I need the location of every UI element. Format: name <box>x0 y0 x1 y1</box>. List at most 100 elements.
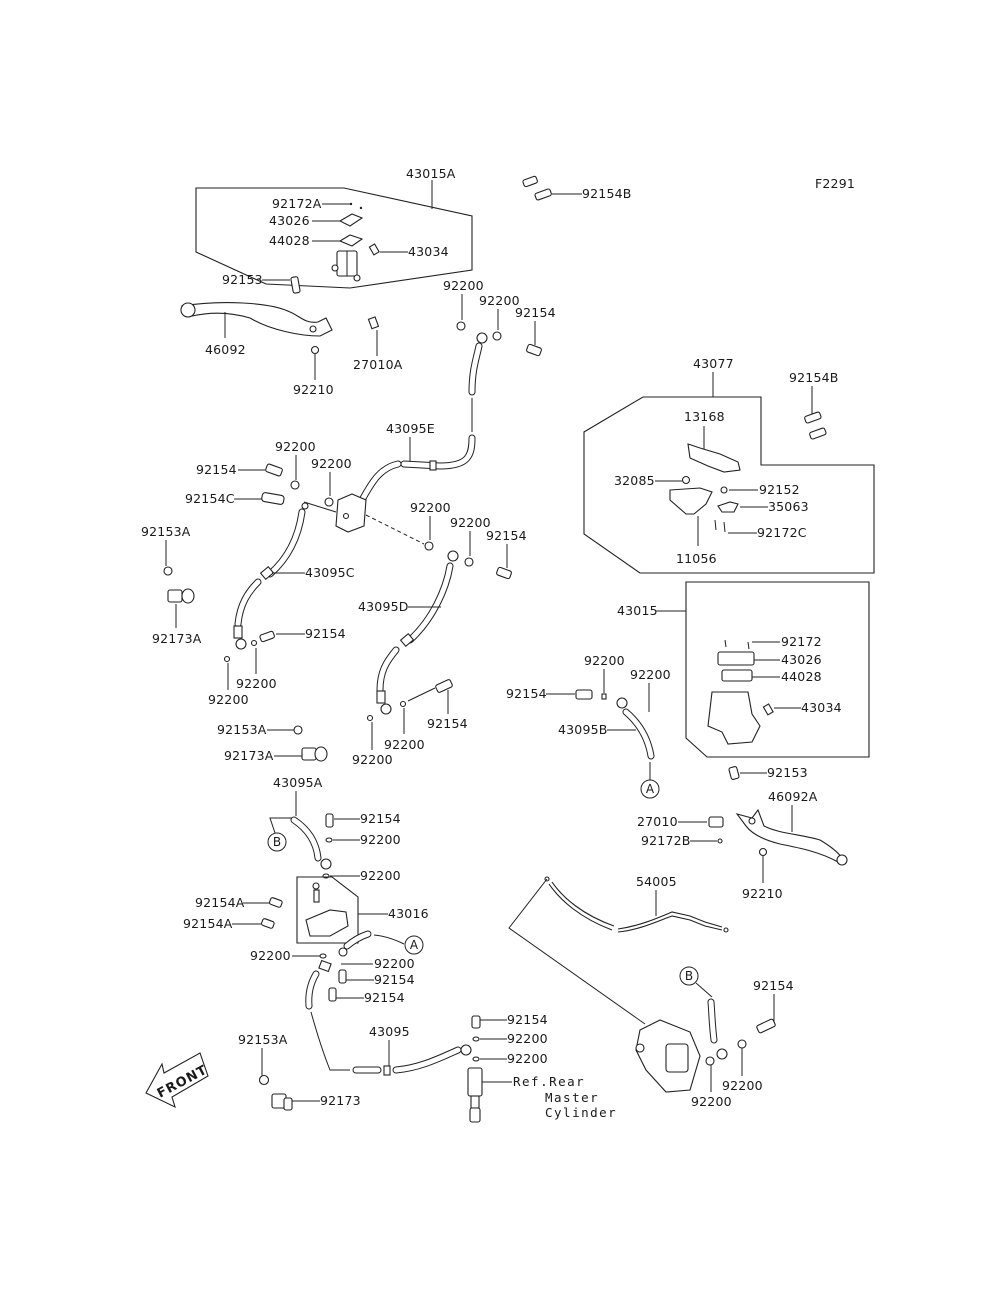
part-label-92173A[interactable]: 92173A <box>224 748 274 763</box>
part-label-35063[interactable]: 35063 <box>768 499 809 514</box>
part-label-92210[interactable]: 92210 <box>742 886 783 901</box>
washer-icon <box>492 331 502 341</box>
washer-icon <box>325 837 333 843</box>
part-label-92154[interactable]: 92154 <box>364 990 405 1005</box>
part-label-43095C[interactable]: 43095C <box>305 565 355 580</box>
part-label-92154B[interactable]: 92154B <box>789 370 839 385</box>
part-label-44028[interactable]: 44028 <box>269 233 310 248</box>
part-label-92200[interactable]: 92200 <box>275 439 316 454</box>
part-label-92200[interactable]: 92200 <box>630 667 671 682</box>
bolt-icon <box>290 276 301 294</box>
part-label-43095[interactable]: 43095 <box>369 1024 410 1039</box>
part-label-92154[interactable]: 92154 <box>506 686 547 701</box>
part-label-43077[interactable]: 43077 <box>693 356 734 371</box>
group-frame-43077 <box>583 396 875 574</box>
ref-marker-a[interactable] <box>404 935 424 955</box>
part-label-92154[interactable]: 92154 <box>486 528 527 543</box>
part-label-92172A[interactable]: 92172A <box>272 196 322 211</box>
part-label-92200[interactable]: 92200 <box>384 737 425 752</box>
part-label-43015A[interactable]: 43015A <box>406 166 456 181</box>
group-43077: 43077 13168 32085 92152 35063 92172C 110… <box>583 356 875 574</box>
part-label-43015[interactable]: 43015 <box>617 603 658 618</box>
screw-icon <box>717 838 723 844</box>
bolt-icon <box>756 1018 776 1034</box>
part-label-92200[interactable]: 92200 <box>311 456 352 471</box>
part-label-92154A[interactable]: 92154A <box>183 916 233 931</box>
part-label-92200[interactable]: 92200 <box>479 293 520 308</box>
ref-marker-b[interactable] <box>679 966 699 986</box>
part-label-92200[interactable]: 92200 <box>507 1051 548 1066</box>
part-label-92200[interactable]: 92200 <box>584 653 625 668</box>
part-label-43095E[interactable]: 43095E <box>386 421 435 436</box>
part-label-92153[interactable]: 92153 <box>767 765 808 780</box>
part-label-92153A[interactable]: 92153A <box>141 524 191 539</box>
part-label-92154[interactable]: 92154 <box>305 626 346 641</box>
part-label-92200[interactable]: 92200 <box>722 1078 763 1093</box>
brake-hose-joint-a <box>338 930 372 957</box>
junction-block-icon <box>335 493 367 533</box>
part-label-92200[interactable]: 92200 <box>250 948 291 963</box>
part-label-92200[interactable]: 92200 <box>374 956 415 971</box>
part-label-27010[interactable]: 27010 <box>637 814 678 829</box>
part-label-44028[interactable]: 44028 <box>781 669 822 684</box>
part-label-92154B[interactable]: 92154B <box>582 186 632 201</box>
part-label-43034[interactable]: 43034 <box>408 244 449 259</box>
part-label-92200[interactable]: 92200 <box>443 278 484 293</box>
part-label-43095A[interactable]: 43095A <box>273 775 323 790</box>
washer-icon <box>472 1056 480 1062</box>
part-label-92154[interactable]: 92154 <box>427 716 468 731</box>
part-label-92210[interactable]: 92210 <box>293 382 334 397</box>
part-label-92172C[interactable]: 92172C <box>757 525 807 540</box>
part-label-43016[interactable]: 43016 <box>388 906 429 921</box>
part-label-92173[interactable]: 92173 <box>320 1093 361 1108</box>
front-direction-arrow[interactable]: FRONT <box>145 1052 210 1109</box>
part-label-92153[interactable]: 92153 <box>222 272 263 287</box>
part-label-27010A[interactable]: 27010A <box>353 357 403 372</box>
part-label-92153A[interactable]: 92153A <box>217 722 267 737</box>
ref-marker-a[interactable] <box>640 779 660 799</box>
part-label-32085[interactable]: 32085 <box>614 473 655 488</box>
part-label-92172B[interactable]: 92172B <box>641 833 691 848</box>
leader <box>365 514 425 545</box>
screw-icon <box>714 519 717 531</box>
washer-icon <box>464 557 474 567</box>
part-label-43026[interactable]: 43026 <box>269 213 310 228</box>
part-label-92154[interactable]: 92154 <box>196 462 237 477</box>
part-label-92154[interactable]: 92154 <box>507 1012 548 1027</box>
part-label-92153A[interactable]: 92153A <box>238 1032 288 1047</box>
part-label-92200[interactable]: 92200 <box>410 500 451 515</box>
part-label-92200[interactable]: 92200 <box>691 1094 732 1109</box>
part-label-92173A[interactable]: 92173A <box>152 631 202 646</box>
part-label-92154A[interactable]: 92154A <box>195 895 245 910</box>
group-43015: 43015 92172 43026 44028 43034 <box>617 581 870 758</box>
part-label-92200[interactable]: 92200 <box>360 868 401 883</box>
part-label-92200[interactable]: 92200 <box>450 515 491 530</box>
part-label-92200[interactable]: 92200 <box>352 752 393 767</box>
part-label-92200[interactable]: 92200 <box>208 692 249 707</box>
part-label-54005[interactable]: 54005 <box>636 874 677 889</box>
part-label-13168[interactable]: 13168 <box>684 409 725 424</box>
part-label-43095D[interactable]: 43095D <box>358 599 409 614</box>
part-label-46092[interactable]: 46092 <box>205 342 246 357</box>
part-label-43095B[interactable]: 43095B <box>558 722 608 737</box>
part-label-92200[interactable]: 92200 <box>360 832 401 847</box>
part-label-92154[interactable]: 92154 <box>374 972 415 987</box>
clamp-icon <box>271 1093 293 1111</box>
part-label-43026[interactable]: 43026 <box>781 652 822 667</box>
part-label-92200[interactable]: 92200 <box>507 1031 548 1046</box>
part-label-92200[interactable]: 92200 <box>236 676 277 691</box>
part-label-46092A[interactable]: 46092A <box>768 789 818 804</box>
bolt-icon <box>163 566 173 576</box>
ref-marker-b[interactable] <box>267 832 287 852</box>
part-label-92154[interactable]: 92154 <box>753 978 794 993</box>
part-label-92154[interactable]: 92154 <box>515 305 556 320</box>
part-label-92172[interactable]: 92172 <box>781 634 822 649</box>
bolt-icon <box>293 725 303 735</box>
part-label-92152[interactable]: 92152 <box>759 482 800 497</box>
part-label-11056[interactable]: 11056 <box>676 551 717 566</box>
part-label-43034[interactable]: 43034 <box>801 700 842 715</box>
part-label-92154C[interactable]: 92154C <box>185 491 235 506</box>
part-label-92154[interactable]: 92154 <box>360 811 401 826</box>
leader <box>508 878 646 1025</box>
leader <box>303 501 337 513</box>
